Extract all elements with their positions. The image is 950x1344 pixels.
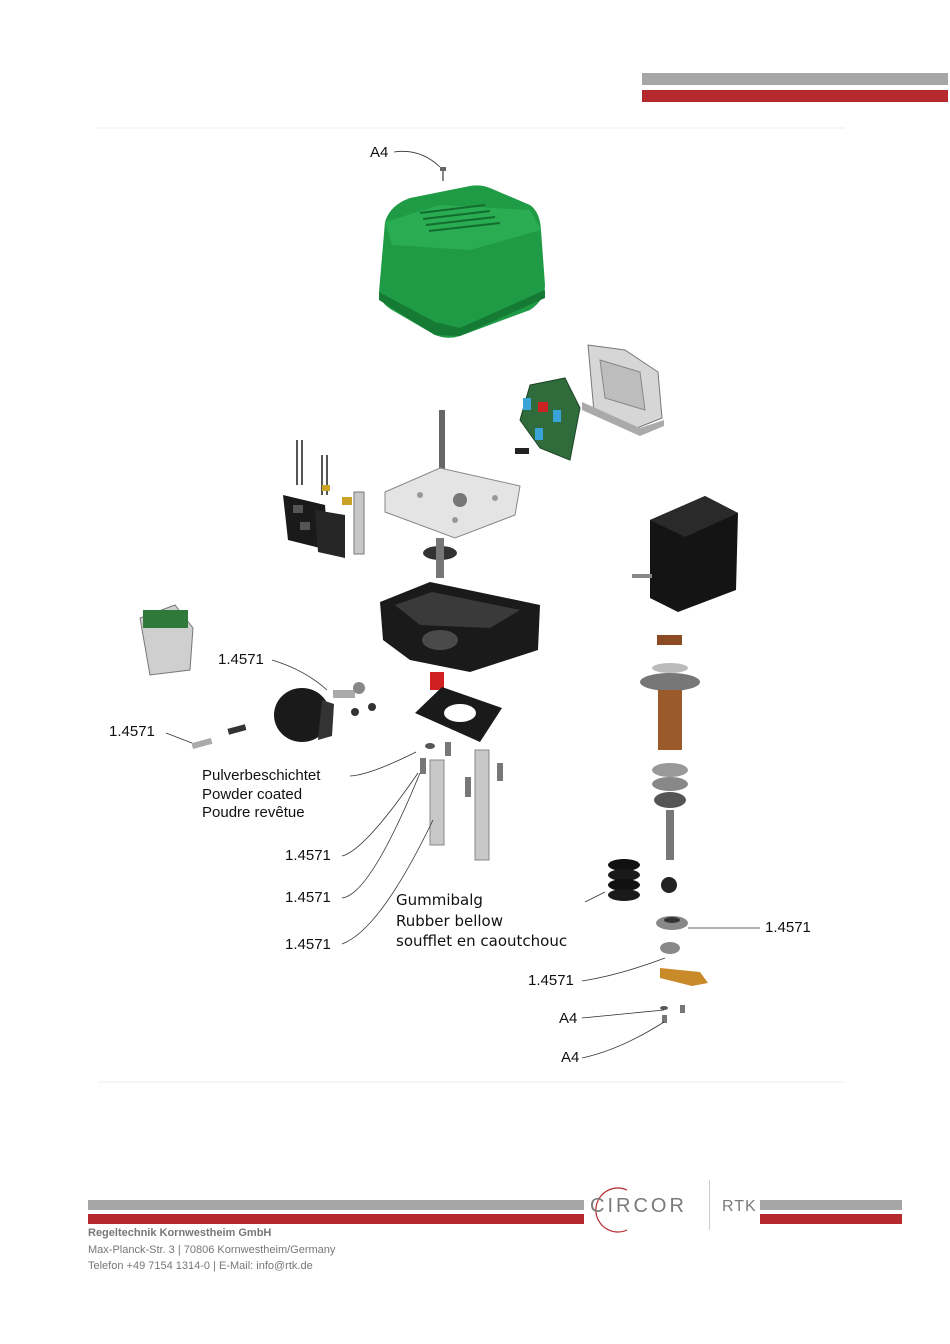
pinion-shaft-icon (333, 682, 376, 716)
label-column-material: 1.4571 (285, 936, 331, 954)
label-bellow-fr: soufflet en caoutchouc (396, 932, 567, 950)
label-screw-bottom: A4 (561, 1049, 579, 1067)
brand-divider (709, 1180, 710, 1230)
label-coating-de: Pulverbeschichtet (202, 767, 320, 785)
label-nut-material: 1.4571 (765, 919, 811, 937)
label-bushing-material: 1.4571 (528, 972, 574, 990)
footer-contact: Telefon +49 7154 1314-0 | E-Mail: info@r… (88, 1260, 313, 1272)
green-cover-icon (379, 185, 545, 337)
label-bellow-en: Rubber bellow (396, 912, 503, 930)
label-coating-en: Powder coated (202, 786, 302, 804)
mounting-plate-icon (385, 468, 520, 538)
footer-bar-gray-left (88, 1200, 584, 1210)
label-coating-fr: Poudre revêtue (202, 804, 305, 822)
label-pin-material: 1.4571 (109, 723, 155, 741)
support-columns-icon (420, 742, 503, 860)
gland-nut-icon (656, 916, 688, 930)
terminal-box-icon (632, 496, 738, 612)
label-washer-material: 1.4571 (285, 847, 331, 865)
bushing-icon (660, 942, 680, 954)
valve-stem-assembly-icon (640, 635, 700, 860)
label-shaft-material: 1.4571 (218, 651, 264, 669)
small-bellow-icon (661, 877, 677, 893)
mounting-bracket-icon (582, 345, 664, 436)
lock-plate-icon (660, 968, 708, 986)
label-washer-bottom: A4 (559, 1010, 577, 1028)
limit-switch-bracket-icon (283, 495, 345, 558)
footer-address: Max-Planck-Str. 3 | 70806 Kornwestheim/G… (88, 1244, 335, 1256)
gear-icon (423, 538, 457, 578)
drive-cover-icon (274, 688, 334, 742)
label-top-screw: A4 (370, 144, 388, 162)
control-board-icon (515, 378, 580, 460)
motor-module-icon (140, 605, 193, 675)
housing-icon (380, 582, 540, 672)
brand-rtk: RTK (722, 1198, 757, 1216)
footer-bar-red-right (760, 1214, 902, 1224)
footer-bar-red-left (88, 1214, 584, 1224)
top-screw-icon (440, 167, 446, 181)
footer-bar-gray-right (760, 1200, 902, 1210)
pins-icon (191, 724, 246, 749)
label-bellow-de: Gummibalg (396, 891, 483, 909)
footer-company: Regeltechnik Kornwestheim GmbH (88, 1227, 271, 1239)
rubber-bellow-icon (608, 859, 640, 901)
brand-circor: CIRCOR (590, 1195, 687, 1218)
bottom-screws-icon (660, 1005, 685, 1023)
label-screw-material: 1.4571 (285, 889, 331, 907)
flange-plate-icon (415, 687, 502, 742)
